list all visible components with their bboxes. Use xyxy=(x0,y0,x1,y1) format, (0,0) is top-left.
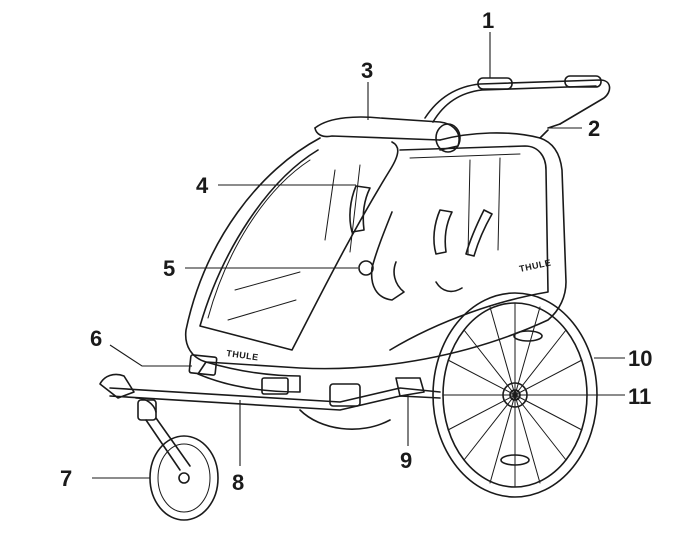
leader-lines xyxy=(92,32,625,479)
callout-5: 5 xyxy=(163,256,175,281)
handlebar xyxy=(424,75,611,129)
leader-6 xyxy=(109,344,192,367)
axle-attachment xyxy=(395,377,425,397)
callout-11: 11 xyxy=(628,384,651,409)
callout-9: 9 xyxy=(400,448,412,473)
callout-7: 7 xyxy=(60,466,72,491)
chassis-bar xyxy=(109,377,441,411)
bar-connector xyxy=(261,377,289,395)
callout-4: 4 xyxy=(196,173,209,198)
callout-2: 2 xyxy=(588,116,600,141)
handlebar-grip-right xyxy=(564,75,602,88)
wheel-swivel-mount xyxy=(137,399,157,421)
bar-clamp xyxy=(329,383,361,407)
callout-6: 6 xyxy=(90,326,102,351)
left-wheel-partial xyxy=(299,409,391,430)
reflector xyxy=(188,354,218,376)
canopy-top xyxy=(314,116,549,153)
cabin-body: THULE THULE xyxy=(184,137,567,393)
front-wheel xyxy=(149,435,219,521)
hitch-bracket xyxy=(99,373,135,399)
callout-numbers: 1 2 3 4 5 6 7 8 9 10 11 xyxy=(60,8,652,495)
brand-label-front: THULE xyxy=(226,348,260,362)
callout-3: 3 xyxy=(361,58,373,83)
rear-wheel xyxy=(432,292,598,498)
seat-harness xyxy=(349,185,493,301)
callout-8: 8 xyxy=(232,470,244,495)
shoulder-pad-center xyxy=(433,209,453,255)
rear-wheel-spokes xyxy=(442,302,588,488)
callout-10: 10 xyxy=(628,346,652,371)
shoulder-pad-left xyxy=(349,185,371,233)
harness-buckle xyxy=(358,260,374,276)
callout-1: 1 xyxy=(482,8,494,33)
handlebar-grip-left xyxy=(477,77,513,90)
shoulder-pad-right xyxy=(465,209,493,257)
canopy-roll xyxy=(435,123,461,153)
